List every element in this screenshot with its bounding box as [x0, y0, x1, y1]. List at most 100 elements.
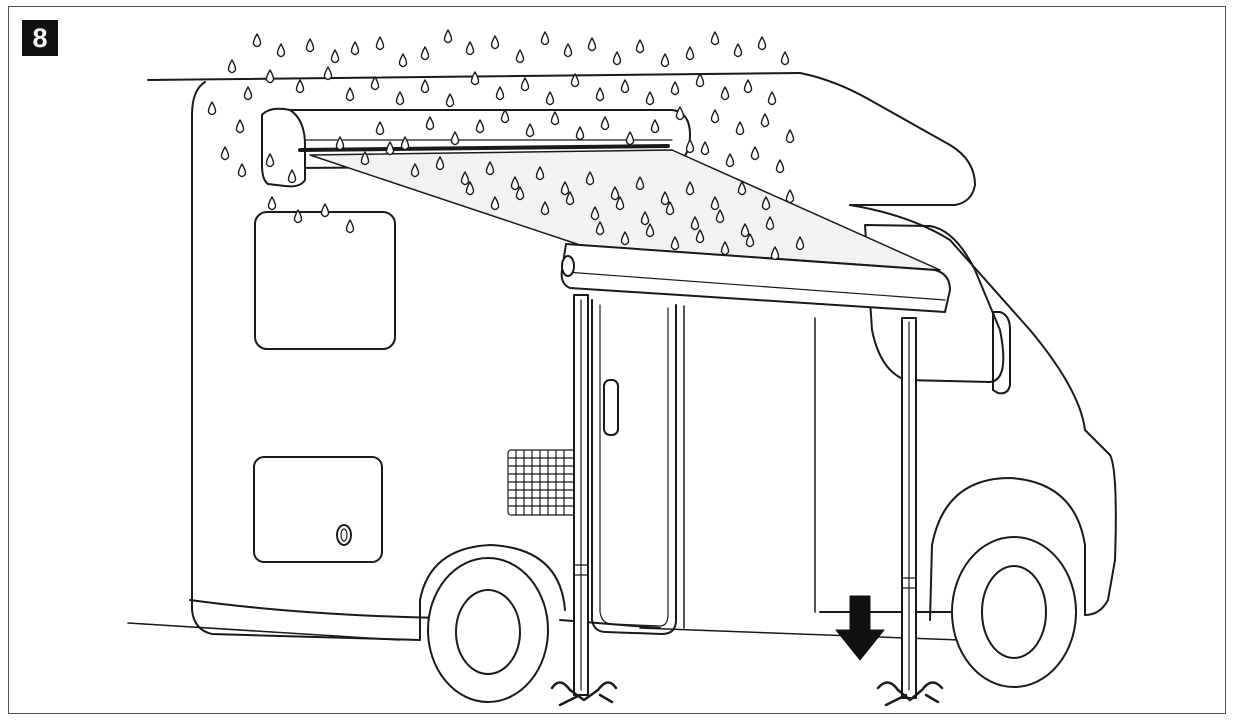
- raindrop-icon: [650, 119, 660, 134]
- rear-wheel-arch: [419, 544, 566, 641]
- raindrop-icon: [400, 136, 410, 151]
- raindrop-icon: [620, 231, 630, 246]
- raindrop-icon: [293, 209, 303, 224]
- raindrop-icon: [743, 79, 753, 94]
- raindrop-icon: [670, 81, 680, 96]
- awning-front-bar: [560, 243, 951, 313]
- raindrop-icon: [305, 38, 315, 53]
- raindrop-icon: [635, 39, 645, 54]
- raindrop-icon: [710, 109, 720, 124]
- raindrop-icon: [320, 203, 330, 218]
- raindrop-icon: [745, 233, 755, 248]
- raindrop-icon: [685, 181, 695, 196]
- hatch-lock: [336, 524, 352, 546]
- raindrop-icon: [563, 43, 573, 58]
- raindrop-icon: [510, 176, 520, 191]
- raindrop-icon: [276, 43, 286, 58]
- raindrop-icon: [740, 223, 750, 238]
- figure-frame: [8, 6, 1226, 714]
- step-number-badge: 8: [22, 20, 58, 56]
- raindrop-icon: [395, 91, 405, 106]
- raindrop-icon: [575, 126, 585, 141]
- raindrop-icon: [660, 191, 670, 206]
- raindrop-icon: [780, 51, 790, 66]
- vent-grille: [507, 449, 577, 516]
- raindrop-icon: [733, 43, 743, 58]
- raindrop-icon: [345, 87, 355, 102]
- raindrop-icon: [565, 191, 575, 206]
- cassette-end-cap: [261, 107, 306, 188]
- raindrop-icon: [710, 31, 720, 46]
- raindrop-icon: [360, 151, 370, 166]
- raindrop-icon: [660, 53, 670, 68]
- raindrop-icon: [737, 181, 747, 196]
- raindrop-icon: [645, 91, 655, 106]
- raindrop-icon: [295, 79, 305, 94]
- raindrop-icon: [410, 163, 420, 178]
- raindrop-icon: [435, 156, 445, 171]
- raindrop-icon: [335, 136, 345, 151]
- raindrop-icon: [545, 91, 555, 106]
- raindrop-icon: [375, 36, 385, 51]
- raindrop-icon: [490, 196, 500, 211]
- support-leg-left: [550, 294, 618, 707]
- side-window: [254, 211, 396, 350]
- arrow-down-icon: [835, 595, 885, 661]
- raindrop-icon: [685, 46, 695, 61]
- raindrop-icon: [425, 116, 435, 131]
- raindrop-icon: [490, 35, 500, 50]
- raindrop-icon: [560, 181, 570, 196]
- raindrop-icon: [761, 196, 771, 211]
- raindrop-icon: [450, 131, 460, 146]
- raindrop-icon: [500, 109, 510, 124]
- raindrop-icon: [237, 163, 247, 178]
- front-wheel-arch: [929, 477, 1086, 621]
- raindrop-icon: [520, 77, 530, 92]
- raindrop-icon: [612, 51, 622, 66]
- raindrop-icon: [785, 129, 795, 144]
- raindrop-icon: [465, 41, 475, 56]
- raindrop-icon: [465, 181, 475, 196]
- raindrop-icon: [675, 106, 685, 121]
- raindrop-icon: [252, 33, 262, 48]
- raindrop-icon: [767, 91, 777, 106]
- raindrop-icon: [323, 66, 333, 81]
- raindrop-icon: [535, 166, 545, 181]
- door-handle: [603, 379, 619, 436]
- raindrop-icon: [720, 86, 730, 101]
- raindrop-icon: [287, 169, 297, 184]
- raindrop-icon: [750, 146, 760, 161]
- raindrop-icon: [715, 209, 725, 224]
- raindrop-icon: [725, 153, 735, 168]
- raindrop-icon: [220, 146, 230, 161]
- raindrop-icon: [720, 241, 730, 256]
- side-mirror: [992, 311, 1011, 395]
- raindrop-icon: [570, 73, 580, 88]
- raindrop-icon: [515, 49, 525, 64]
- raindrop-icon: [695, 229, 705, 244]
- raindrop-icon: [540, 31, 550, 46]
- front-wheel: [929, 477, 1086, 688]
- raindrop-icon: [620, 79, 630, 94]
- raindrop-icon: [420, 79, 430, 94]
- ground-peg-left: [550, 681, 618, 707]
- raindrop-icon: [550, 111, 560, 126]
- raindrop-icon: [227, 59, 237, 74]
- raindrop-icon: [243, 86, 253, 101]
- entry-door: [591, 299, 816, 635]
- raindrop-icon: [665, 201, 675, 216]
- raindrop-icon: [795, 236, 805, 251]
- raindrop-icon: [690, 216, 700, 231]
- raindrop-icon: [700, 141, 710, 156]
- raindrop-icon: [460, 171, 470, 186]
- raindrop-icon: [590, 206, 600, 221]
- raindrop-icon: [515, 186, 525, 201]
- raindrop-icon: [265, 69, 275, 84]
- raindrop-icon: [443, 29, 453, 44]
- raindrop-icon: [757, 36, 767, 51]
- raindrop-icon: [385, 141, 395, 156]
- raindrop-icon: [350, 41, 360, 56]
- raindrop-icon: [640, 211, 650, 226]
- raindrop-icon: [370, 76, 380, 91]
